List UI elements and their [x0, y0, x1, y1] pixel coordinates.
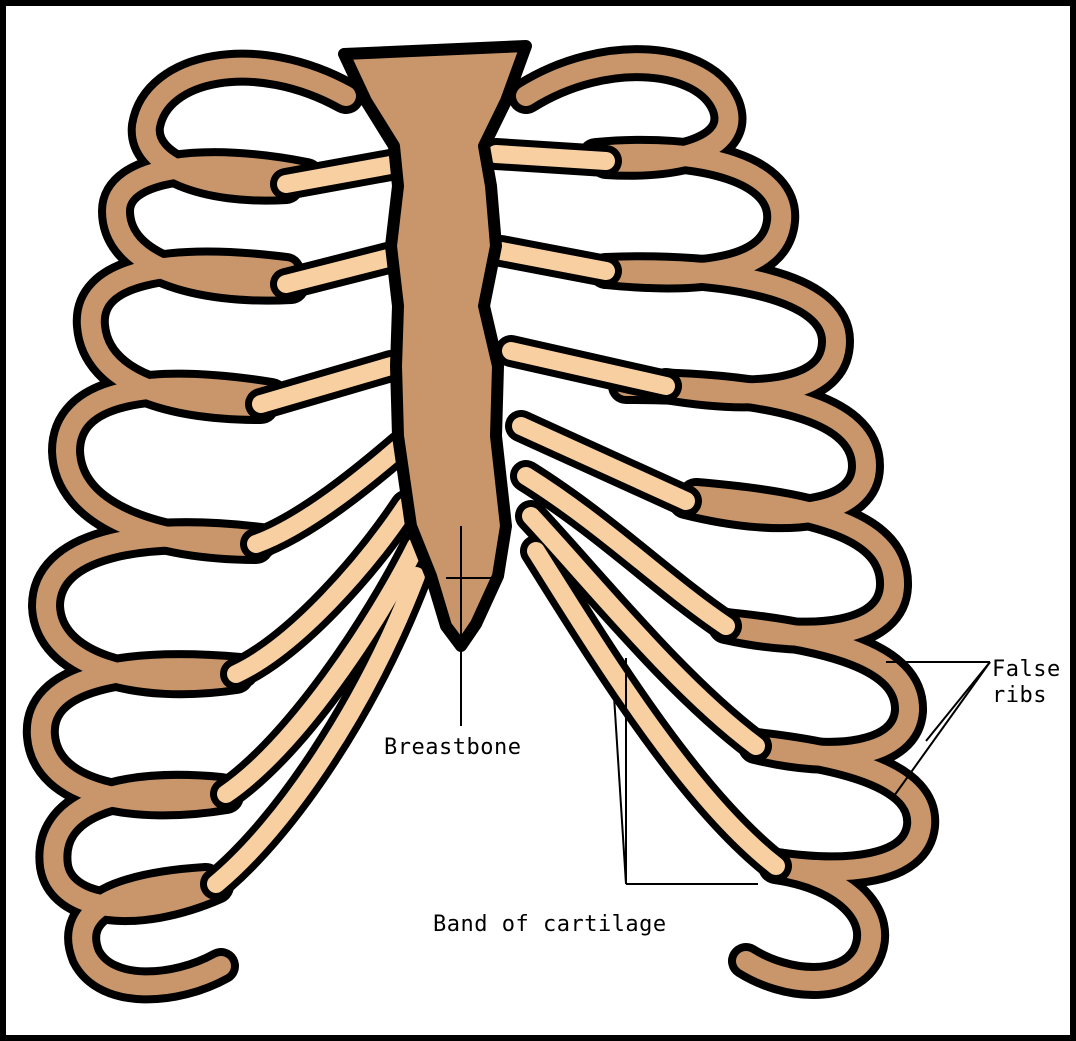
band-of-cartilage-label: Band of cartilage	[433, 912, 667, 938]
cartilage-bracket-left	[614, 696, 626, 884]
false-ribs-label-line2: ribs	[992, 683, 1061, 709]
false-ribs-label-line1: False	[992, 657, 1061, 683]
rib-cage-diagram	[6, 6, 1070, 1035]
diagram-frame: Breastbone False ribs Band of cartilage	[6, 6, 1070, 1035]
breastbone-label: Breastbone	[384, 735, 521, 761]
false-ribs-label: False ribs	[992, 657, 1061, 709]
